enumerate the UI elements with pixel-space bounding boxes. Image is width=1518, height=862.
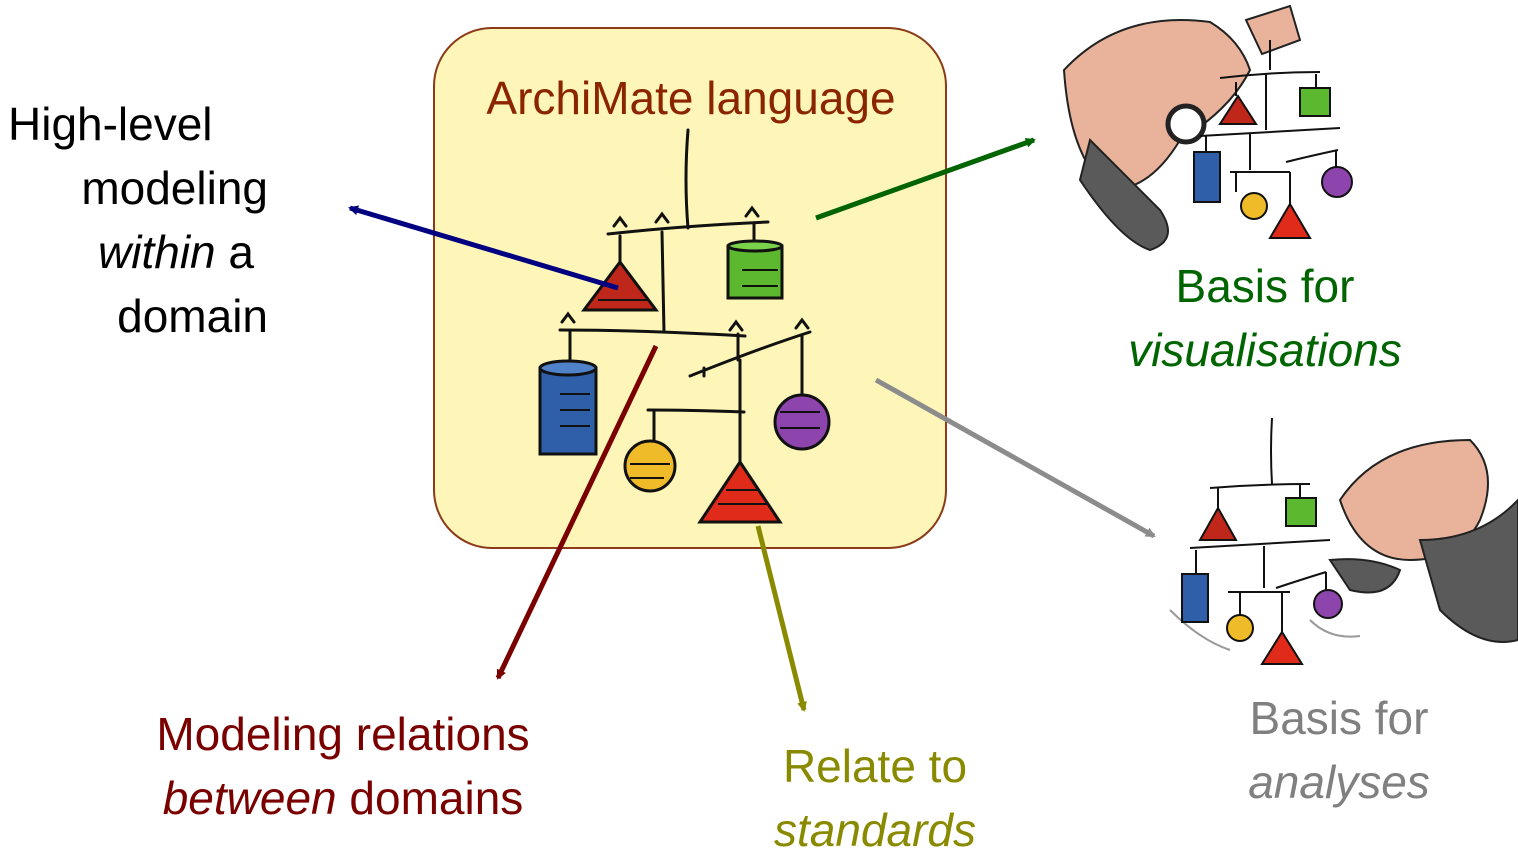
arrow-to-relations (495, 344, 659, 680)
label-emphasis: analyses (1248, 756, 1430, 808)
label-modeling-relations: Modeling relations between domains (118, 702, 568, 830)
label-emphasis: standards (773, 804, 976, 856)
label-analyses: Basis for analyses (1214, 686, 1464, 814)
arrow-to-visualisations (815, 137, 1036, 221)
label-standards: Relate to standards (740, 734, 1010, 862)
box-title: ArchiMate language (486, 72, 896, 124)
label-line: domain (117, 290, 268, 342)
arrow-to-analyses (874, 377, 1156, 539)
label-line: Basis for (1249, 692, 1429, 744)
label-text: domains (336, 772, 524, 824)
label-text: a (215, 226, 254, 278)
mobile-shapes (538, 239, 831, 524)
hanging-mobile-icon (558, 128, 812, 464)
label-line: between domains (118, 766, 568, 830)
label-line: within a (8, 220, 268, 284)
label-emphasis: visualisations (1128, 324, 1402, 376)
label-line: Modeling relations (156, 708, 530, 760)
man-thinking-at-mobile-icon (1169, 417, 1518, 665)
man-with-magnifier-icon (1062, 4, 1353, 252)
label-emphasis: within (98, 226, 216, 278)
label-line: modeling (81, 162, 268, 214)
label-line: High-level (8, 98, 213, 150)
label-emphasis: between (162, 772, 337, 824)
label-high-level-modeling: High-level modeling within a domain (8, 92, 268, 348)
arrow-to-high-level (348, 205, 619, 291)
label-visualisations: Basis for visualisations (1106, 254, 1424, 382)
label-line: Basis for (1175, 260, 1355, 312)
label-line: Relate to (782, 740, 968, 792)
arrow-to-standards (755, 525, 807, 712)
